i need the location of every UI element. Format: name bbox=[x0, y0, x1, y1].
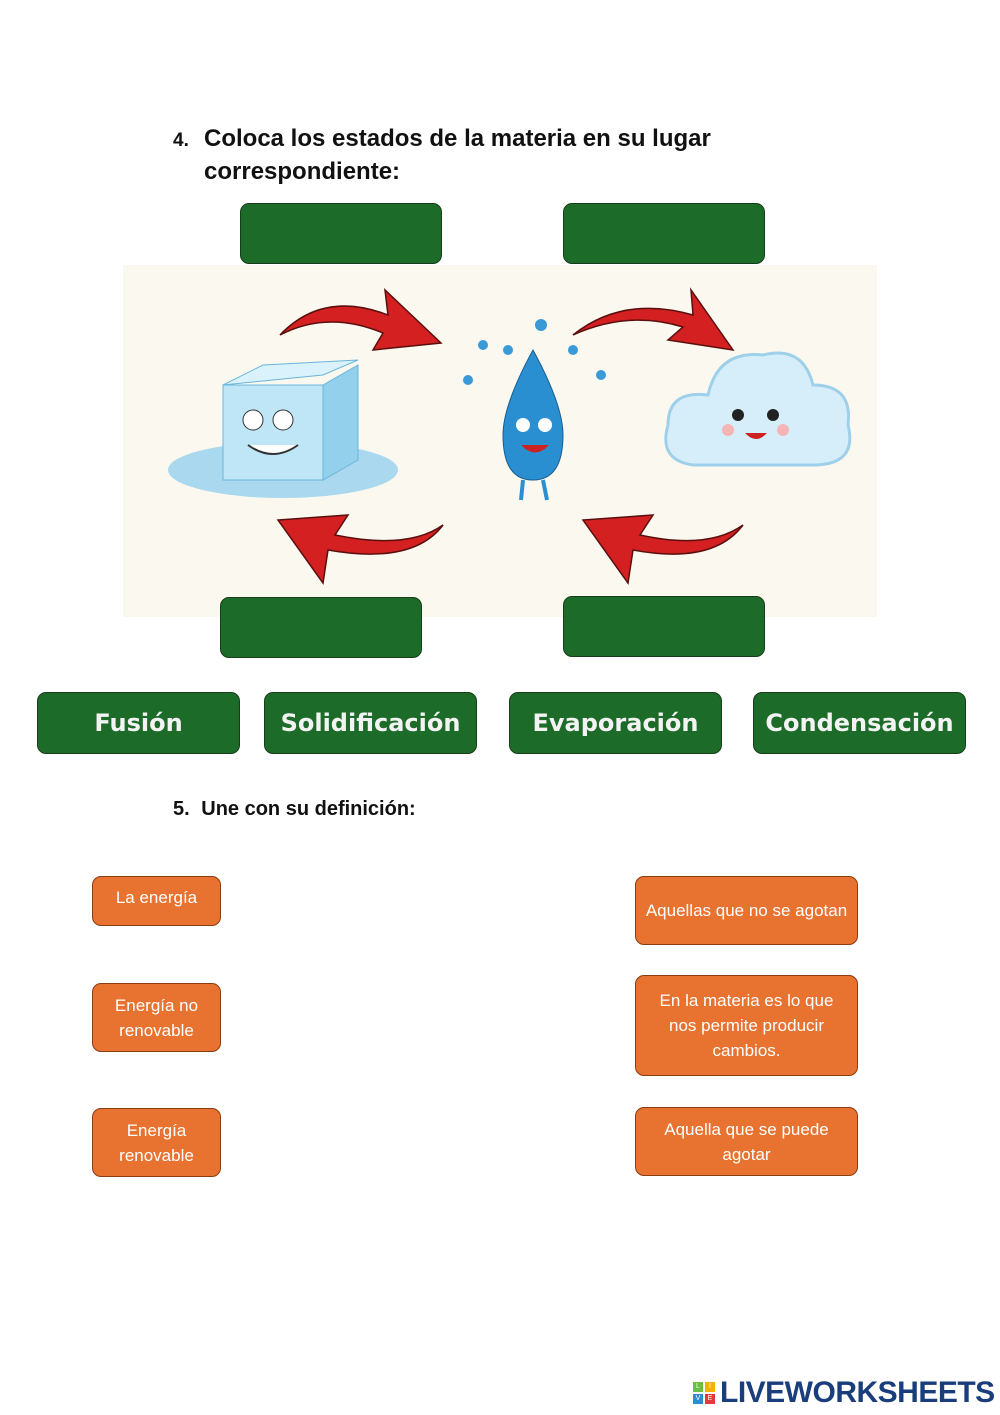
logo-text: LIVEWORKSHEETS bbox=[720, 1376, 995, 1409]
states-of-matter-illustration bbox=[123, 265, 877, 617]
arrow-fusion-icon bbox=[279, 288, 443, 351]
match-right-item[interactable]: En la materia es lo que nos permite prod… bbox=[635, 975, 858, 1076]
question-5-heading: 5. Une con su definición: bbox=[173, 798, 416, 821]
question-text: Coloca los estados de la materia en su l… bbox=[204, 125, 711, 152]
cloud-icon bbox=[664, 351, 852, 467]
drop-zone-top-right[interactable] bbox=[563, 203, 765, 264]
arrow-solidification-icon bbox=[276, 514, 444, 585]
chip-condensation[interactable]: Condensación bbox=[753, 692, 966, 754]
chip-evaporation[interactable]: Evaporación bbox=[509, 692, 722, 754]
question-text-2: correspondiente: bbox=[204, 158, 401, 185]
question-text: Une con su definición: bbox=[201, 798, 416, 820]
match-left-item[interactable]: Energía no renovable bbox=[92, 983, 221, 1052]
drop-zone-bottom-right[interactable] bbox=[563, 596, 765, 657]
arrow-condensation-icon bbox=[581, 514, 744, 585]
question-number: 4. bbox=[173, 130, 189, 151]
arrow-icons bbox=[276, 287, 744, 585]
water-drop-icon bbox=[463, 319, 606, 501]
question-4-heading: 4. Coloca los estados de la materia en s… bbox=[173, 122, 711, 185]
drop-zone-bottom-left[interactable] bbox=[220, 597, 422, 658]
ice-cube-icon bbox=[168, 359, 398, 498]
chip-fusion[interactable]: Fusión bbox=[37, 692, 240, 754]
drop-zone-top-left[interactable] bbox=[240, 203, 442, 264]
chip-solidification[interactable]: Solidificación bbox=[264, 692, 477, 754]
match-right-item[interactable]: Aquellas que no se agotan bbox=[635, 876, 858, 945]
question-number: 5. bbox=[173, 798, 190, 820]
arrow-evaporation-icon bbox=[572, 287, 735, 352]
match-left-item[interactable]: Energía renovable bbox=[92, 1108, 221, 1177]
match-right-item[interactable]: Aquella que se puede agotar bbox=[635, 1107, 858, 1176]
match-left-item[interactable]: La energía bbox=[92, 876, 221, 926]
